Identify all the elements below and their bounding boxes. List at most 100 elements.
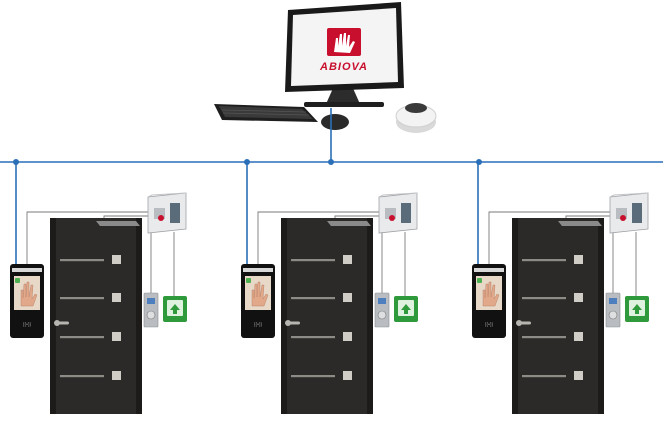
- usb-card-reader: [395, 103, 437, 133]
- control-box-lid: [609, 192, 649, 198]
- reader-header-strip: [12, 268, 42, 272]
- door-square-2: [112, 293, 121, 302]
- door-handle: [288, 321, 300, 325]
- brand-name: ABIOVA: [319, 61, 368, 73]
- door-strip-3: [522, 336, 566, 339]
- door-strip-2: [291, 297, 335, 300]
- biometric-reader: ((•)): [10, 264, 44, 338]
- door-strip-4: [291, 375, 335, 378]
- door-handle: [57, 321, 69, 325]
- power-supply: [154, 208, 165, 219]
- emergency-arrow-icon: [632, 304, 642, 314]
- door-square-3: [112, 332, 121, 341]
- emergency-arrow-icon: [401, 304, 411, 314]
- screen-status-icon: [477, 278, 482, 283]
- door-frame-right: [367, 218, 373, 414]
- emergency-release-button: [394, 296, 418, 322]
- battery-indicator: [620, 215, 626, 221]
- control-box: [378, 192, 418, 234]
- door-frame-right: [598, 218, 604, 414]
- network-bus: [0, 108, 663, 165]
- hand-logo-icon: [327, 28, 361, 56]
- exit-button: [374, 292, 390, 328]
- exit-button-label: [609, 298, 617, 304]
- reader-wire: [257, 211, 379, 264]
- control-box-lid: [147, 192, 187, 198]
- control-box-body: [609, 192, 649, 234]
- control-box: [609, 192, 649, 234]
- exit-button-push: [377, 310, 387, 320]
- emergency-release-button: [625, 296, 649, 322]
- door-strip-1: [291, 259, 335, 262]
- exit-button: [605, 292, 621, 328]
- palm-icon: [251, 281, 269, 307]
- control-board: [632, 203, 642, 223]
- exit-button-push: [146, 310, 156, 320]
- control-board: [401, 203, 411, 223]
- control-box: [147, 192, 187, 234]
- network-node-4: [476, 159, 482, 165]
- battery-indicator: [389, 215, 395, 221]
- door-unit-2: ((•)): [241, 162, 418, 414]
- door-strip-2: [60, 297, 104, 300]
- door-square-1: [574, 255, 583, 264]
- door-units: ((•)) ((•)) ((•)): [10, 162, 649, 414]
- door-panel: [281, 218, 373, 414]
- door-frame-right: [136, 218, 142, 414]
- emergency-arrow-icon: [170, 304, 180, 314]
- workstation: ABIOVA: [214, 2, 437, 133]
- power-supply: [616, 208, 627, 219]
- door-panel: [50, 218, 142, 414]
- power-supply: [385, 208, 396, 219]
- door-square-4: [343, 371, 352, 380]
- magnetic-lock: [96, 221, 140, 226]
- control-box-body: [147, 192, 187, 234]
- magnetic-lock: [558, 221, 602, 226]
- door-square-3: [343, 332, 352, 341]
- palm-icon: [482, 281, 500, 307]
- door-panel: [512, 218, 604, 414]
- door-frame-left: [512, 218, 518, 414]
- screen-status-icon: [15, 278, 20, 283]
- nfc-icon: ((•)): [23, 322, 32, 328]
- screen-status-icon: [246, 278, 251, 283]
- door-frame-left: [50, 218, 56, 414]
- reader-header-strip: [243, 268, 273, 272]
- biometric-reader: ((•)): [472, 264, 506, 338]
- door-square-1: [112, 255, 121, 264]
- nfc-icon: ((•)): [254, 322, 263, 328]
- biometric-reader: ((•)): [241, 264, 275, 338]
- control-board: [170, 203, 180, 223]
- reader-wire: [26, 211, 148, 264]
- nfc-icon: ((•)): [485, 322, 494, 328]
- door-strip-1: [522, 259, 566, 262]
- exit-button: [143, 292, 159, 328]
- mouse: [321, 114, 349, 130]
- keyboard: [214, 104, 318, 122]
- door-frame-left: [281, 218, 287, 414]
- network-node-3: [328, 159, 334, 165]
- palm-icon: [20, 281, 38, 307]
- monitor: ABIOVA: [285, 2, 404, 92]
- emergency-release-button: [163, 296, 187, 322]
- door-strip-1: [60, 259, 104, 262]
- door-strip-3: [291, 336, 335, 339]
- exit-button-push: [608, 310, 618, 320]
- door-square-1: [343, 255, 352, 264]
- door-square-3: [574, 332, 583, 341]
- door-unit-1: ((•)): [10, 162, 187, 414]
- door-unit-3: ((•)): [472, 162, 649, 414]
- control-box-body: [378, 192, 418, 234]
- door-strip-2: [522, 297, 566, 300]
- battery-indicator: [158, 215, 164, 221]
- door-strip-4: [522, 375, 566, 378]
- reader-wire: [488, 211, 610, 264]
- control-box-lid: [378, 192, 418, 198]
- door-square-4: [574, 371, 583, 380]
- door-strip-4: [60, 375, 104, 378]
- door-strip-3: [60, 336, 104, 339]
- magnetic-lock: [327, 221, 371, 226]
- door-square-2: [343, 293, 352, 302]
- door-handle: [519, 321, 531, 325]
